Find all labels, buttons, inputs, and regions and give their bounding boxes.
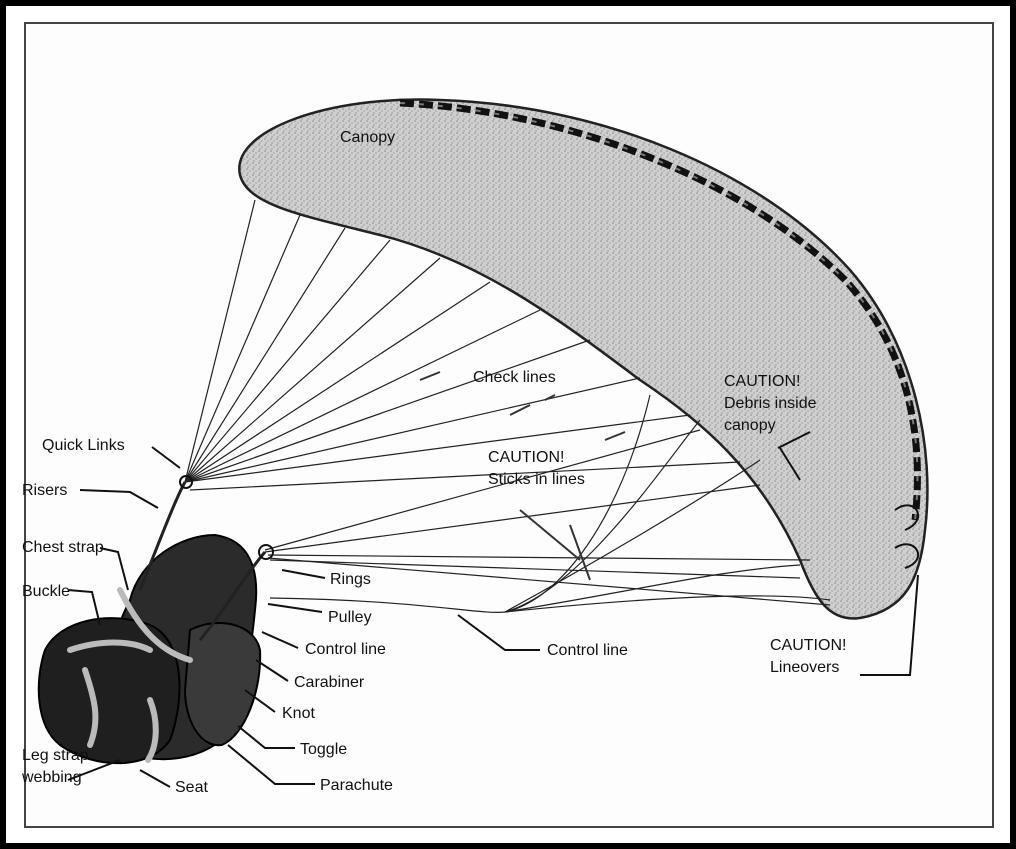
canopy-shape: [239, 100, 927, 619]
label-caution-lineovers-1: CAUTION!: [770, 637, 846, 654]
label-risers: Risers: [22, 482, 67, 499]
label-chest-strap: Chest strap: [22, 539, 104, 556]
label-rings: Rings: [330, 571, 371, 588]
label-caution-debris-3: canopy: [724, 417, 776, 434]
label-knot: Knot: [282, 705, 315, 722]
label-leg-strap-2: webbing: [21, 769, 82, 786]
label-parachute: Parachute: [320, 777, 393, 794]
label-quick-links: Quick Links: [42, 437, 125, 454]
label-toggle: Toggle: [300, 741, 347, 758]
label-leg-strap-1: Leg strap: [22, 747, 89, 764]
label-canopy: Canopy: [340, 129, 395, 146]
label-caution-sticks-2: Sticks in lines: [488, 471, 585, 488]
label-check-lines: Check lines: [473, 369, 556, 386]
harness-parachute: [185, 623, 260, 745]
label-buckle: Buckle: [22, 583, 70, 600]
label-caution-debris-2: Debris inside: [724, 395, 817, 412]
label-caution-lineovers-2: Lineovers: [770, 659, 839, 676]
label-seat: Seat: [175, 779, 208, 796]
label-caution-sticks-1: CAUTION!: [488, 449, 564, 466]
label-control-line-1: Control line: [305, 641, 386, 658]
label-pulley: Pulley: [328, 609, 372, 626]
label-carabiner: Carabiner: [294, 674, 365, 691]
label-caution-debris-1: CAUTION!: [724, 373, 800, 390]
label-control-line-2: Control line: [547, 642, 628, 659]
